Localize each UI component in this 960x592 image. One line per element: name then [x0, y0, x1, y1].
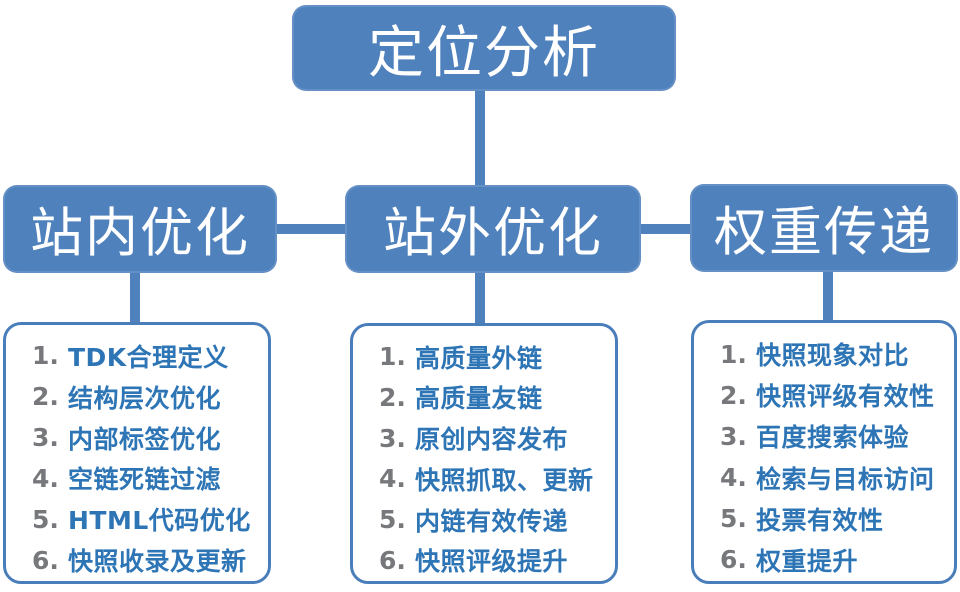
list-item-text: 原创内容发布	[415, 425, 569, 455]
list-item: 2. 高质量友链	[379, 377, 615, 417]
list-item-text: HTML代码优化	[68, 506, 251, 536]
branch-node-onsite-label: 站内优化	[30, 203, 250, 264]
list-item-number: 5.	[379, 505, 406, 535]
list-item-text: 快照评级提升	[415, 547, 569, 577]
connector-center-branch-to-list	[475, 270, 485, 327]
list-item-number: 5.	[720, 504, 747, 534]
root-node: 定位分析	[292, 5, 676, 91]
list-item-number: 4.	[720, 463, 747, 493]
list-item: 1. 快照现象对比	[720, 334, 954, 374]
list-item-number: 2.	[32, 382, 59, 412]
list-item-text: 检索与目标访问	[756, 464, 935, 494]
list-item-text: 投票有效性	[756, 505, 884, 535]
list-item-number: 6.	[720, 545, 747, 575]
list-item: 3. 百度搜索体验	[720, 416, 954, 456]
list-item: 1. 高质量外链	[379, 337, 615, 377]
connector-left-to-center	[270, 224, 352, 234]
list-box-offsite: 1. 高质量外链 2. 高质量友链 3. 原创内容发布 4. 快照抓取、更新 5…	[350, 323, 618, 584]
list-item: 1. TDK合理定义	[32, 336, 268, 376]
branch-node-weight-label: 权重传递	[714, 202, 934, 263]
list-item: 4. 检索与目标访问	[720, 458, 954, 498]
branch-node-onsite: 站内优化	[3, 185, 277, 273]
list-item-number: 1.	[720, 339, 747, 369]
list-item-text: 权重提升	[756, 546, 859, 576]
list-item-text: 快照收录及更新	[68, 547, 247, 577]
list-item: 5. HTML代码优化	[32, 499, 268, 539]
list-item-text: 内链有效传递	[415, 506, 569, 536]
list-item: 6. 快照评级提升	[379, 540, 615, 580]
list-item-number: 3.	[720, 421, 747, 451]
connector-right-branch-to-list	[823, 268, 833, 324]
list-item-text: 高质量外链	[415, 343, 543, 373]
list-item-text: 百度搜索体验	[756, 423, 910, 453]
list-item-number: 1.	[379, 342, 406, 372]
list-item: 2. 结构层次优化	[32, 377, 268, 417]
connector-root-to-center	[475, 88, 485, 188]
list-item: 3. 原创内容发布	[379, 418, 615, 458]
list-item-text: 结构层次优化	[68, 383, 222, 413]
list-item-number: 5.	[32, 504, 59, 534]
list-item-number: 3.	[379, 423, 406, 453]
list-item-number: 2.	[379, 382, 406, 412]
list-item-text: 快照现象对比	[756, 341, 910, 371]
list-box-onsite: 1. TDK合理定义 2. 结构层次优化 3. 内部标签优化 4. 空链死链过滤…	[3, 322, 271, 584]
list-item-number: 1.	[32, 341, 59, 371]
list-item-text: 内部标签优化	[68, 424, 222, 454]
list-item: 3. 内部标签优化	[32, 418, 268, 458]
connector-center-to-right	[634, 224, 696, 234]
list-item: 6. 权重提升	[720, 540, 954, 580]
list-item: 4. 快照抓取、更新	[379, 459, 615, 499]
list-item-text: 空链死链过滤	[68, 465, 222, 495]
list-item-text: 快照抓取、更新	[415, 465, 594, 495]
root-node-label: 定位分析	[368, 20, 600, 86]
list-item-text: 高质量友链	[415, 384, 543, 414]
connector-left-branch-to-list	[130, 270, 140, 326]
branch-node-offsite-label: 站外优化	[383, 203, 603, 264]
list-item-text: TDK合理定义	[68, 342, 229, 372]
list-item: 4. 空链死链过滤	[32, 458, 268, 498]
list-item-number: 4.	[32, 463, 59, 493]
list-item: 6. 快照收录及更新	[32, 540, 268, 580]
list-item-number: 2.	[720, 380, 747, 410]
branch-node-weight: 权重传递	[690, 184, 958, 272]
list-item-text: 快照评级有效性	[756, 382, 935, 412]
branch-node-offsite: 站外优化	[345, 185, 641, 273]
list-item: 5. 投票有效性	[720, 499, 954, 539]
list-item: 2. 快照评级有效性	[720, 375, 954, 415]
list-item-number: 3.	[32, 423, 59, 453]
list-item-number: 6.	[379, 545, 406, 575]
list-item-number: 6.	[32, 545, 59, 575]
list-item: 5. 内链有效传递	[379, 500, 615, 540]
list-box-weight: 1. 快照现象对比 2. 快照评级有效性 3. 百度搜索体验 4. 检索与目标访…	[691, 320, 957, 584]
list-item-number: 4.	[379, 464, 406, 494]
